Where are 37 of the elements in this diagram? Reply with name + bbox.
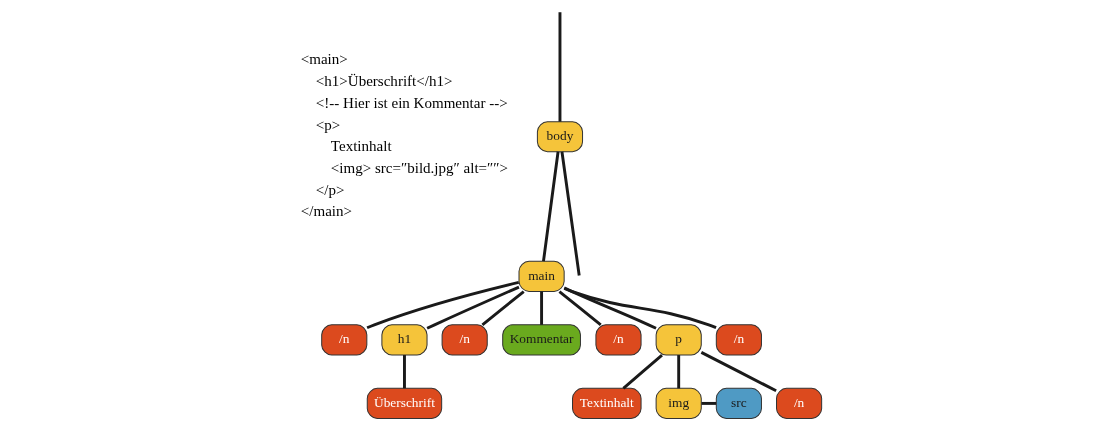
connector xyxy=(558,290,602,326)
label: <!-- Hier ist ein Kommentar --> xyxy=(315,94,508,111)
node-box: main xyxy=(518,260,565,292)
label: <img> src=″bild.jpg″ alt=″″> xyxy=(330,160,509,176)
node-box: /n xyxy=(441,324,488,356)
connector xyxy=(622,353,663,390)
connector xyxy=(677,355,681,389)
node-box: /n xyxy=(715,324,762,356)
node-box: body xyxy=(536,121,584,153)
connector xyxy=(700,351,777,393)
label: Textinhalt xyxy=(330,138,392,155)
label: <h1>Überschrift</h1> xyxy=(315,73,453,90)
connector xyxy=(366,281,520,330)
connector xyxy=(563,286,657,330)
node-box: /n xyxy=(595,324,642,356)
connector xyxy=(542,151,560,262)
node-box: /n xyxy=(321,324,368,356)
node-box: p xyxy=(655,324,702,356)
label: </p> xyxy=(315,181,345,198)
connector xyxy=(540,291,544,325)
node-box: /n xyxy=(776,387,823,419)
connector xyxy=(426,285,520,330)
connector xyxy=(563,287,717,330)
connector xyxy=(558,12,562,122)
node-box: img xyxy=(655,387,702,419)
node-box: Textinhalt xyxy=(572,387,642,419)
connector xyxy=(560,151,581,276)
node-box: Kommentar xyxy=(502,324,581,356)
node-box: src xyxy=(715,387,762,419)
connector xyxy=(481,290,525,326)
label: <p> xyxy=(315,116,341,133)
node-box: h1 xyxy=(381,324,428,356)
label: </main> xyxy=(300,203,352,220)
connector xyxy=(701,401,717,405)
node-box: Überschrift xyxy=(366,387,443,419)
connector xyxy=(403,355,406,389)
label: <main> xyxy=(300,51,348,68)
